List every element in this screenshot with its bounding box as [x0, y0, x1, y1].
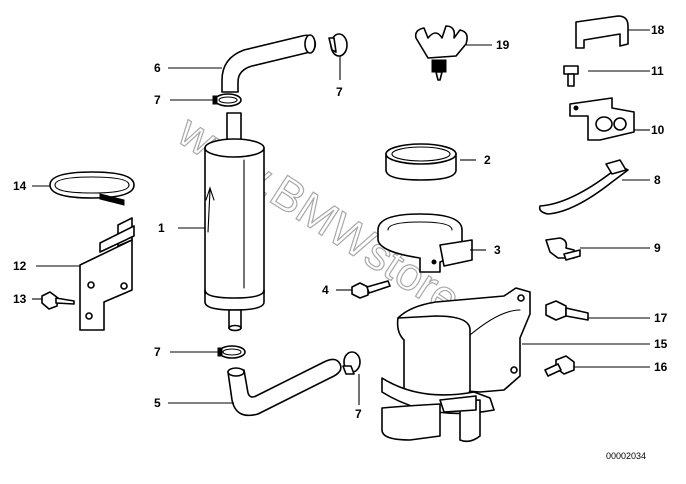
leader-lines [32, 29, 650, 405]
hose-clip[interactable] [49, 171, 135, 206]
bolt-17[interactable] [545, 300, 589, 321]
fuel-hose-lower[interactable] [227, 358, 342, 417]
callout-15: 15 [654, 337, 668, 351]
callout-13: 13 [13, 292, 27, 306]
filter-holder[interactable] [381, 287, 531, 443]
callout-5: 5 [154, 396, 161, 410]
callout-18: 18 [651, 23, 665, 37]
callout-10: 10 [651, 123, 665, 137]
fuel-hose-upper[interactable] [221, 34, 317, 93]
edge-protection[interactable] [575, 15, 629, 49]
callout-11: 11 [651, 64, 664, 78]
callout-7-top: 7 [154, 93, 161, 107]
drawing-code: 00002034 [606, 451, 646, 461]
callout-2: 2 [484, 153, 491, 167]
hose-clamp-mid[interactable] [217, 345, 246, 359]
clip-9[interactable] [545, 237, 581, 261]
pipe-clip[interactable] [414, 25, 468, 81]
callout-7-mid: 7 [154, 345, 161, 359]
cable-tie[interactable] [538, 159, 629, 215]
callout-9: 9 [654, 241, 661, 255]
hose-clamp-top[interactable] [212, 93, 242, 107]
callout-6: 6 [154, 61, 161, 75]
callout-14: 14 [13, 179, 27, 193]
callout-16: 16 [654, 360, 668, 374]
callout-labels: 1 2 3 4 5 6 7 7 7 7 8 9 10 11 12 13 14 1… [13, 23, 668, 421]
fuel-filter[interactable] [204, 112, 265, 332]
callout-1: 1 [158, 221, 165, 235]
callout-7-right: 7 [336, 85, 343, 99]
hose-clamp-bottom[interactable] [342, 351, 361, 375]
pipe-holder[interactable] [569, 97, 635, 141]
callout-7-bottom: 7 [355, 407, 362, 421]
bracket[interactable] [79, 217, 135, 331]
callout-17: 17 [654, 311, 668, 325]
hex-bolt-4[interactable] [351, 280, 391, 299]
bolt-16[interactable] [544, 355, 575, 377]
callout-12: 12 [13, 259, 27, 273]
hose-clamp-right-top[interactable] [328, 33, 348, 57]
callout-8: 8 [654, 173, 661, 187]
callout-19: 19 [496, 38, 510, 52]
screw-11[interactable] [563, 65, 579, 87]
rubber-ring[interactable] [385, 143, 457, 181]
callout-3: 3 [494, 243, 501, 257]
bolt-13[interactable] [41, 291, 75, 310]
callout-4: 4 [322, 283, 329, 297]
clamping-strap[interactable] [377, 213, 473, 273]
